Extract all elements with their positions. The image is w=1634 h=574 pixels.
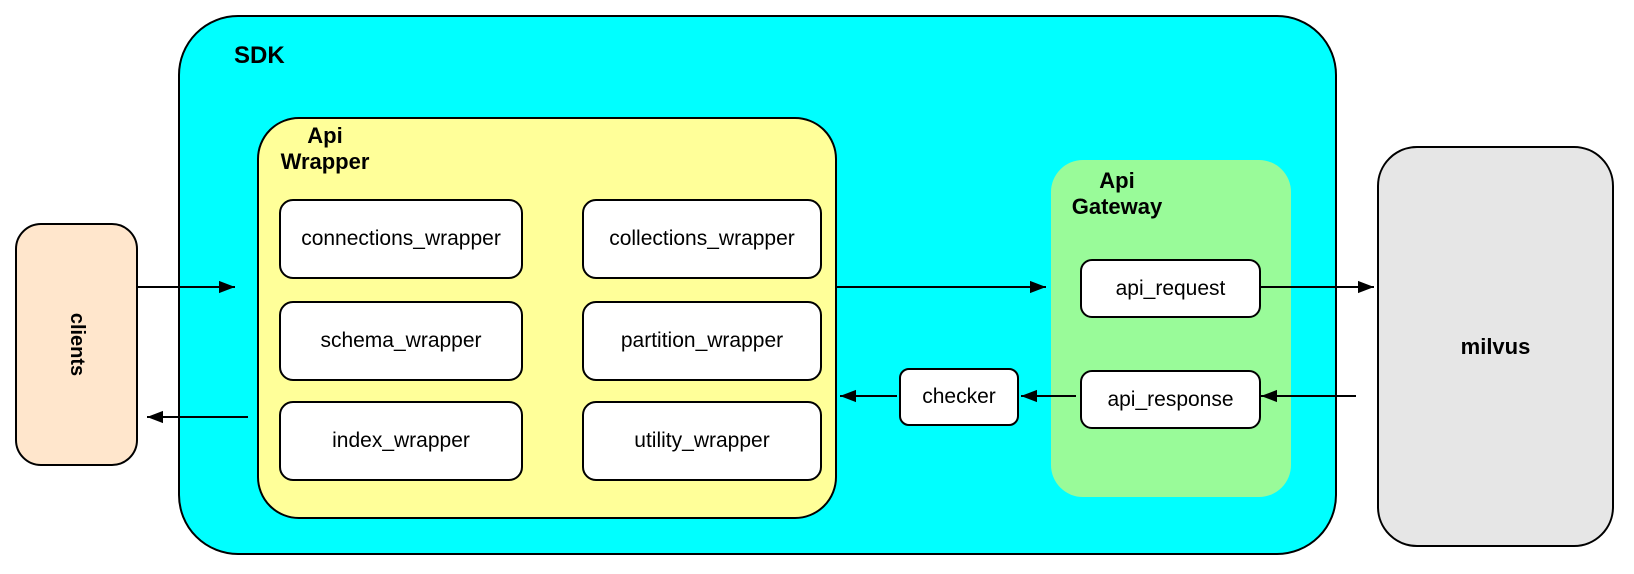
sdk-label: SDK xyxy=(234,42,285,69)
wrapper-box-connections: connections_wrapper xyxy=(279,199,523,279)
clients-label: clients xyxy=(65,312,88,377)
milvus-label: milvus xyxy=(1460,333,1531,359)
wrapper-box-utility: utility_wrapper xyxy=(582,401,822,481)
clients-node: clients xyxy=(15,223,138,466)
wrapper-box-schema: schema_wrapper xyxy=(279,301,523,381)
milvus-node: milvus xyxy=(1377,146,1614,547)
checker-node: checker xyxy=(899,368,1019,426)
api-response-node: api_response xyxy=(1080,370,1261,429)
api-request-node: api_request xyxy=(1080,259,1261,318)
wrapper-box-index: index_wrapper xyxy=(279,401,523,481)
wrapper-box-partition: partition_wrapper xyxy=(582,301,822,381)
wrapper-box-collections: collections_wrapper xyxy=(582,199,822,279)
